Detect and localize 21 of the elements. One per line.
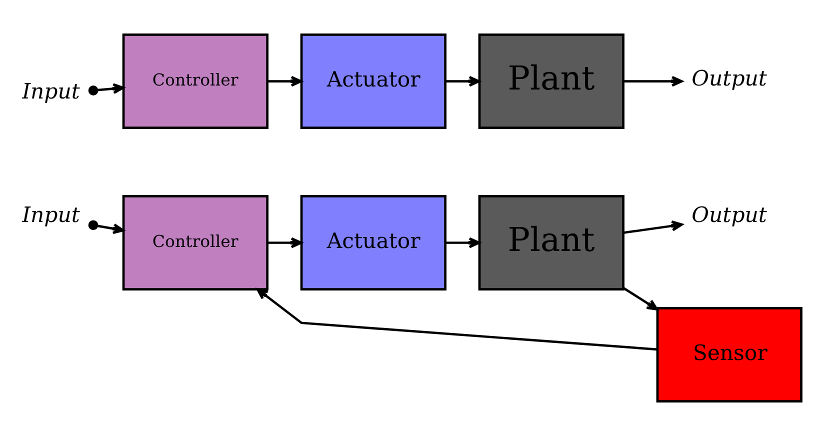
node-box: Controller [122,195,268,290]
node-box: Sensor [656,307,802,402]
arrow [624,76,683,87]
arrow [446,76,480,87]
node-text: Input [22,79,80,104]
node-box: Plant [478,195,624,290]
arrow [623,220,683,234]
node-text: Output [692,203,767,228]
arrow [88,220,124,234]
node-box: Controller [122,34,268,129]
node-box: Actuator [300,195,446,290]
node-text: Output [692,66,767,92]
node-box: Actuator [300,34,446,129]
node-text: Input [22,203,80,228]
node-box: Plant [478,34,624,129]
arrow [268,76,302,87]
arrow [446,237,480,248]
arrow [88,83,124,96]
arrow [268,237,302,248]
arrow [622,286,658,311]
arrow [256,288,658,351]
